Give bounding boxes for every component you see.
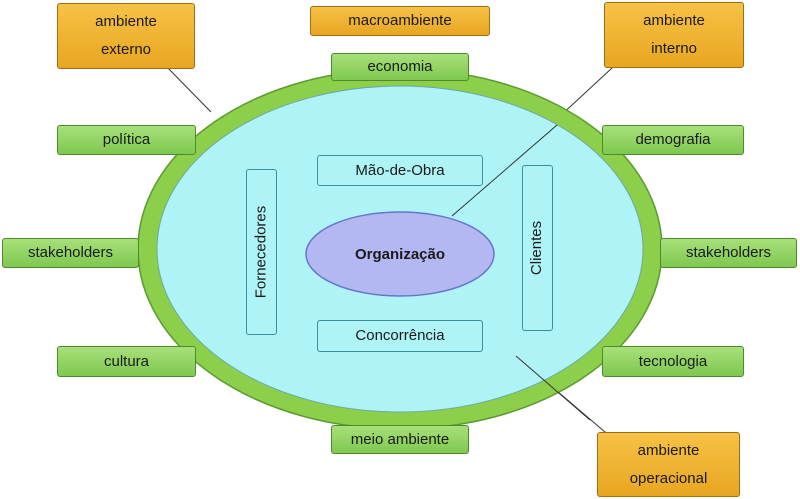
- cultura-label: cultura: [103, 352, 150, 370]
- connector-ambiente-externo: [161, 61, 212, 113]
- ambiente-operacional-line2: operacional: [629, 469, 708, 487]
- demografia-label: demografia: [635, 131, 711, 148]
- stakeholders-left-box: stakeholders: [2, 238, 139, 268]
- connector-ambiente-operacional-inner: [515, 355, 591, 421]
- macroambiente-label: macroambiente: [348, 12, 452, 29]
- tecnologia-label: tecnologia: [638, 352, 708, 370]
- politica-label: política: [102, 131, 151, 148]
- connector-ambiente-interno-inner: [451, 124, 558, 217]
- demografia-box: demografia: [602, 125, 744, 155]
- ambiente-operacional-line1: ambiente: [637, 441, 700, 459]
- ambiente-interno-box: ambiente interno: [604, 2, 744, 68]
- economia-box: economia: [331, 53, 469, 81]
- concorrencia-box: Concorrência: [317, 320, 483, 352]
- meio-ambiente-label: meio ambiente: [350, 430, 450, 448]
- ambiente-externo-line1: ambiente: [95, 13, 157, 30]
- stakeholders-left-label: stakeholders: [27, 244, 114, 261]
- clientes-box: Clientes: [522, 165, 553, 331]
- ambiente-externo-box: ambiente externo: [57, 3, 195, 69]
- ambiente-operacional-box: ambiente operacional: [597, 432, 740, 497]
- ambiente-interno-line1: ambiente: [643, 12, 705, 29]
- organization-label: Organização: [354, 245, 446, 263]
- meio-ambiente-box: meio ambiente: [331, 425, 469, 454]
- organization-ellipse: [305, 211, 495, 297]
- ambiente-externo-line2: externo: [100, 41, 152, 58]
- mao-de-obra-label: Mão-de-Obra: [355, 161, 445, 179]
- politica-box: política: [57, 125, 196, 155]
- fornecedores-label: Fornecedores: [252, 205, 270, 299]
- concorrencia-label: Concorrência: [355, 327, 445, 344]
- cultura-box: cultura: [57, 346, 196, 377]
- mao-de-obra-box: Mão-de-Obra: [317, 155, 483, 186]
- clientes-label: Clientes: [528, 220, 546, 276]
- ambiente-interno-line2: interno: [651, 40, 697, 57]
- stakeholders-right-box: stakeholders: [660, 238, 797, 268]
- fornecedores-box: Fornecedores: [246, 169, 277, 335]
- macroambiente-box: macroambiente: [310, 6, 490, 36]
- economia-label: economia: [367, 58, 433, 75]
- tecnologia-box: tecnologia: [602, 346, 744, 377]
- stakeholders-right-label: stakeholders: [685, 244, 772, 261]
